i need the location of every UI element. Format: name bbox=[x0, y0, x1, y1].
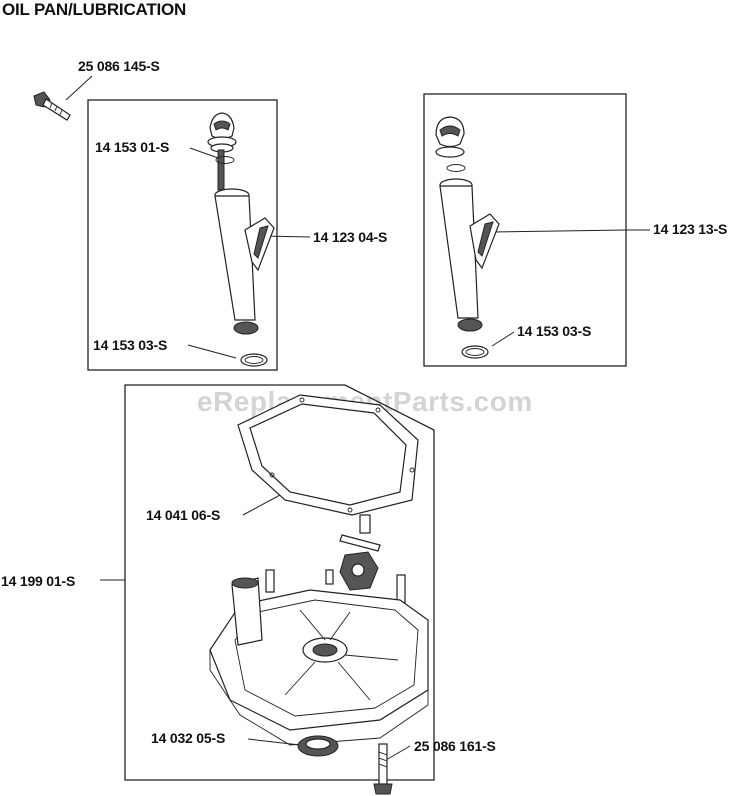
o-ring-icon bbox=[461, 345, 489, 359]
part-label-tube-oring-left: 14 153 03-S bbox=[93, 337, 168, 353]
oil-pan-assembly-box bbox=[124, 384, 435, 781]
o-ring-icon bbox=[240, 353, 268, 367]
gasket-icon bbox=[237, 394, 419, 516]
left-tube-assembly-box bbox=[87, 99, 278, 371]
part-label-oil-seal: 14 032 05-S bbox=[151, 730, 226, 746]
part-label-tube-oring-right: 14 153 03-S bbox=[517, 323, 592, 339]
bolt-icon bbox=[373, 743, 393, 795]
part-label-dipstick-oring-left: 14 153 01-S bbox=[95, 139, 170, 155]
part-label-gasket: 14 041 06-S bbox=[146, 507, 221, 523]
oil-pump-icon bbox=[325, 514, 406, 604]
part-label-bolt-top: 25 086 145-S bbox=[78, 58, 160, 74]
leader-lines bbox=[65, 75, 650, 761]
bolt-icon bbox=[33, 91, 71, 121]
o-ring-icon bbox=[446, 164, 466, 172]
part-label-tube-assembly-left: 14 123 04-S bbox=[313, 229, 388, 245]
o-ring-icon bbox=[215, 156, 235, 164]
dipstick-icon bbox=[207, 112, 237, 191]
dipstick-tube-icon bbox=[214, 188, 275, 335]
part-label-bolt-bottom: 25 086 161-S bbox=[414, 738, 496, 754]
oil-pan-icon bbox=[209, 569, 429, 746]
oil-seal-icon bbox=[297, 735, 339, 757]
page-title: OIL PAN/LUBRICATION bbox=[2, 0, 187, 19]
dipstick-icon bbox=[435, 116, 465, 158]
part-label-oil-pan-assembly: 14 199 01-S bbox=[1, 573, 76, 589]
dipstick-tube-icon bbox=[439, 178, 500, 332]
part-label-tube-assembly-right: 14 123 13-S bbox=[653, 221, 728, 237]
